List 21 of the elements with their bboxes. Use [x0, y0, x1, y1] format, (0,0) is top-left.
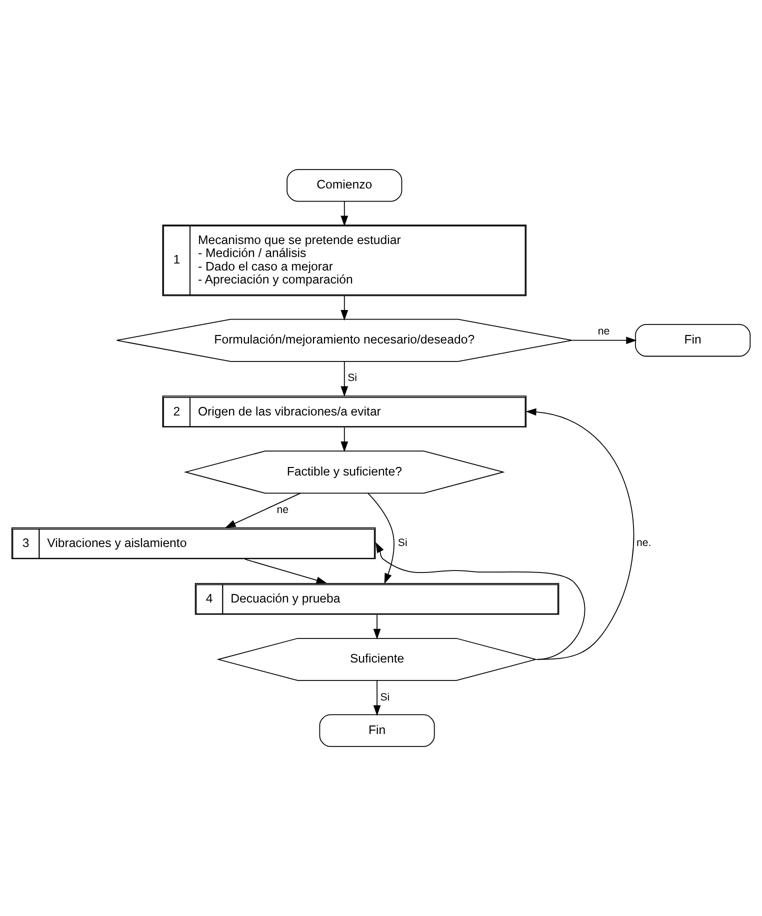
edge-label: ne — [598, 326, 610, 338]
edge-label: Si — [348, 372, 358, 384]
edge-label: Si — [398, 537, 408, 550]
arrow — [572, 336, 637, 344]
arrow — [225, 492, 302, 528]
arrow — [340, 427, 348, 452]
edge-label: ne — [276, 504, 289, 516]
node-box: Fin — [319, 714, 435, 747]
arrow — [373, 614, 381, 640]
arrow — [340, 201, 348, 226]
arrow — [373, 680, 381, 716]
edge-label: ne. — [636, 537, 652, 550]
node-box: Fin — [635, 324, 751, 357]
edge-label: Si — [380, 691, 390, 704]
arrow — [376, 542, 586, 660]
arrow — [340, 295, 348, 321]
arrow — [340, 360, 348, 397]
arrow — [244, 558, 327, 584]
node-box: Comienzo — [286, 169, 402, 202]
arrow — [526, 408, 634, 660]
arrow — [367, 492, 394, 584]
